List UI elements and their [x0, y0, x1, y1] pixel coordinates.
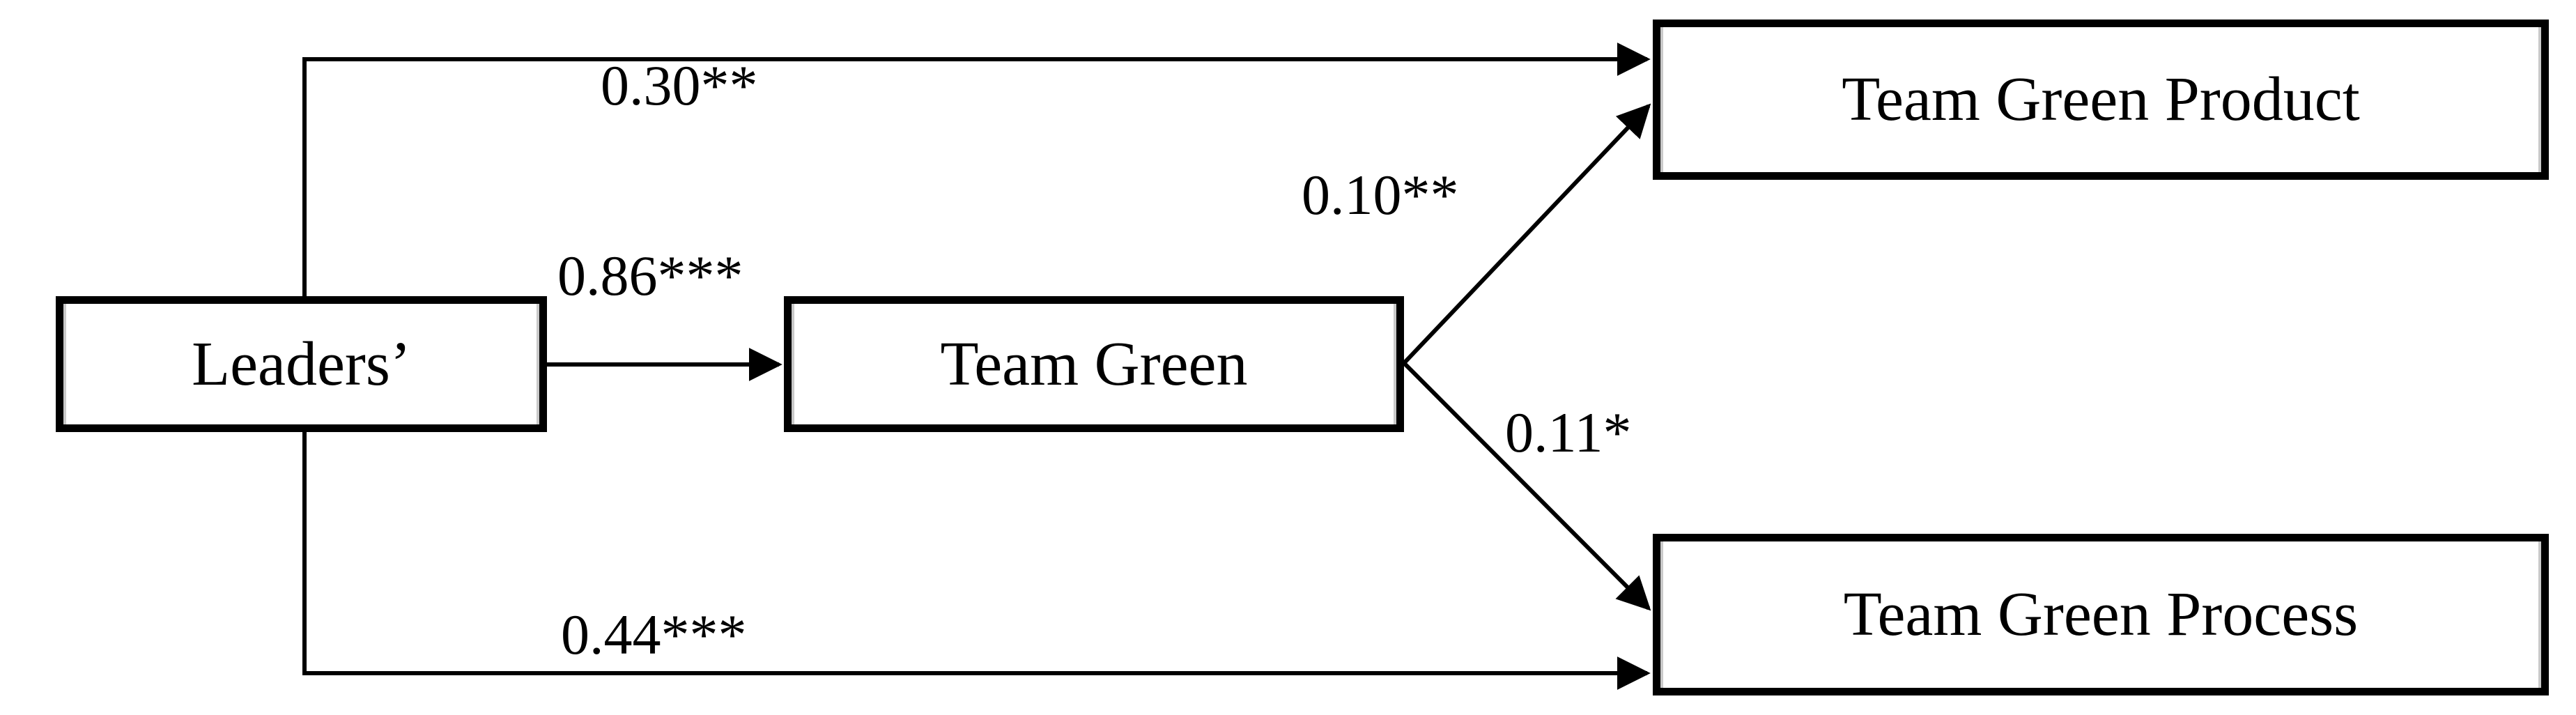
node-team-green-label: Team Green — [940, 329, 1248, 399]
node-team-green-product: Team Green Product — [1653, 20, 2549, 180]
node-leaders: Leaders’ — [56, 296, 547, 432]
edge-label-leaders-product: 0.30** — [601, 54, 758, 117]
edge-label-leaders-process: 0.44*** — [561, 603, 747, 666]
node-team-green-process-label: Team Green Process — [1843, 580, 2359, 649]
edge-label-leaders-team-green: 0.86*** — [557, 244, 743, 307]
edge-team-green-to-product — [1402, 103, 1651, 365]
node-team-green: Team Green — [784, 296, 1404, 432]
edge-leaders-to-product — [302, 43, 1651, 296]
edge-label-team-green-product: 0.10** — [1302, 163, 1459, 226]
edge-leaders-to-process — [302, 432, 1651, 690]
node-team-green-process: Team Green Process — [1653, 534, 2549, 695]
edge-label-team-green-process: 0.11* — [1505, 401, 1632, 464]
edge-team-green-to-process — [1402, 361, 1651, 611]
node-leaders-label: Leaders’ — [192, 329, 411, 399]
node-team-green-product-label: Team Green Product — [1842, 65, 2360, 134]
